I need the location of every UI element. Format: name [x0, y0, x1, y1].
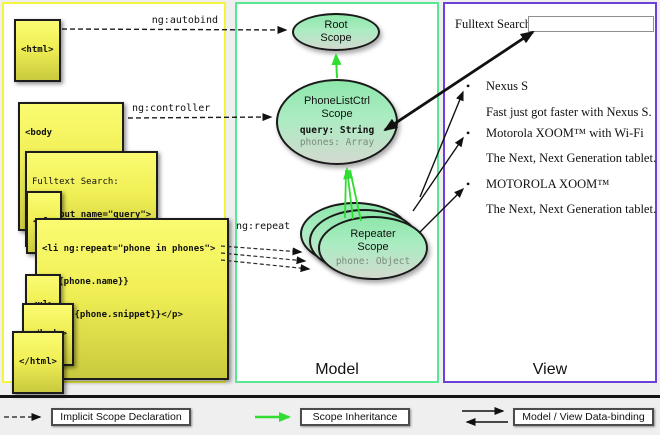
legend-model-view-data-binding: Model / View Data-binding	[513, 408, 654, 426]
legend-scope-inheritance: Scope Inheritance	[300, 408, 410, 426]
html-close-tag-box: </html>	[12, 331, 64, 394]
repeater-scope-ellipse-front: Repeater Scope phone: Object	[318, 216, 428, 280]
ng-controller-label: ng:controller	[132, 103, 211, 114]
legend-implicit-scope-declaration: Implicit Scope Declaration	[51, 408, 191, 426]
model-column: Model	[235, 2, 439, 383]
phonelistctrl-scope-ellipse: PhoneListCtrl Scope query: String phones…	[276, 79, 398, 165]
view-column-label: View	[532, 361, 568, 378]
bullet-dot: •	[466, 126, 471, 140]
fulltext-search-input[interactable]	[528, 16, 654, 32]
view-item-desc: Fast just got faster with Nexus S.	[486, 105, 652, 119]
view-item-title: MOTOROLA XOOM™	[486, 177, 610, 191]
html-open-tag-box: <html>	[14, 19, 61, 82]
view-search-label: Fulltext Search:	[455, 17, 535, 31]
view-item-title: Nexus S	[486, 79, 529, 93]
li-repeat-tag-box: <li ng:repeat="phone in phones"> {{phone…	[35, 218, 229, 380]
bullet-dot: •	[466, 177, 471, 191]
ng-repeat-label: ng:repeat	[236, 221, 291, 232]
ng-autobind-label: ng:autobind	[151, 15, 218, 26]
view-item-title: Motorola XOOM™ with Wi-Fi	[486, 126, 644, 140]
root-scope-ellipse: Root Scope	[292, 13, 380, 51]
legend-separator-line	[0, 395, 660, 398]
model-column-label: Model	[315, 361, 359, 378]
view-item-desc: The Next, Next Generation tablet.	[486, 151, 657, 165]
view-column: View	[443, 2, 657, 383]
bullet-dot: •	[466, 79, 471, 93]
view-item-desc: The Next, Next Generation tablet.	[486, 202, 657, 216]
